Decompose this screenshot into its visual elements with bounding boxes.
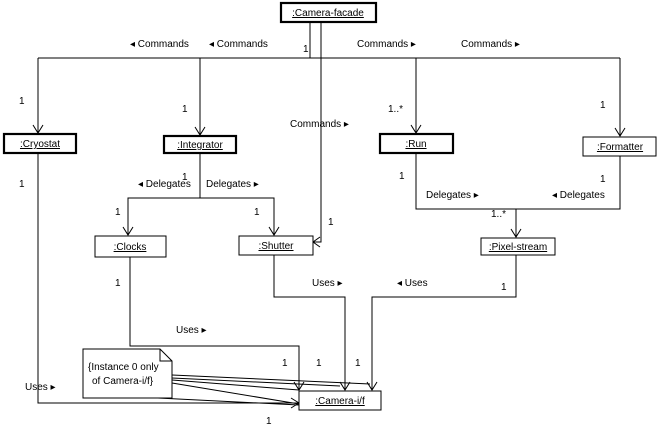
camera-if-label: :Camera-i/f — [315, 396, 365, 407]
mult-cryostat-bottom: 1 — [19, 179, 25, 190]
msg-uses-cryostat: Uses ▸ — [25, 382, 56, 393]
mult-facade-top: 1 — [303, 44, 309, 55]
camera-facade-label: :Camera-facade — [292, 8, 364, 19]
constraint-note: {Instance 0 only of Camera-i/f} — [82, 348, 173, 399]
msg-delegates-run: Delegates ▸ — [426, 190, 479, 201]
mult-shutter-cmd: 1 — [328, 217, 334, 228]
msg-uses-pixel: ◂ Uses — [397, 278, 428, 289]
run-object: :Run — [378, 132, 455, 155]
mult-formatter: 1 — [600, 100, 606, 111]
mult-note-1: 1 — [282, 358, 288, 369]
shutter-object: :Shutter — [238, 235, 314, 256]
mult-pixel-bottom: 1 — [501, 282, 507, 293]
arrowhead-pixel — [510, 228, 522, 238]
arrowhead-if-shutter — [339, 381, 351, 391]
note-shape — [82, 348, 173, 399]
clocks-object: :Clocks — [94, 235, 167, 258]
mult-clocks-bottom: 1 — [115, 278, 121, 289]
integrator-to-clocks — [127, 153, 201, 235]
note-line-1: {Instance 0 only — [88, 362, 159, 373]
camera-facade-object: :Camera-facade — [279, 1, 378, 24]
facade-to-shutter — [313, 22, 322, 243]
pixel-to-if — [371, 255, 517, 390]
mult-cryostat: 1 — [19, 96, 25, 107]
pixel-stream-label: :Pixel-stream — [489, 242, 547, 253]
note-line-2: of Camera-i/f} — [92, 376, 154, 387]
note-connector-4 — [171, 382, 300, 405]
formatter-to-pixel — [516, 156, 621, 210]
mult-integrator-bottom: 1 — [182, 172, 188, 183]
arrowhead-formatter — [614, 127, 626, 137]
msg-commands-cryostat: ◂ Commands — [130, 39, 189, 50]
formatter-object: :Formatter — [582, 136, 657, 157]
msg-delegates-formatter: ◂ Delegates — [552, 190, 605, 201]
note-connector-2 — [171, 377, 341, 387]
mult-formatter-bottom: 1 — [600, 174, 606, 185]
note-connector-3 — [171, 379, 300, 391]
mult-shutter-top: 1 — [254, 207, 260, 218]
integrator-label: :Integrator — [177, 140, 223, 151]
msg-uses-shutter: Uses ▸ — [312, 278, 343, 289]
cryostat-label: :Cryostat — [20, 139, 60, 150]
run-label: :Run — [405, 139, 426, 150]
note-connector-5 — [157, 397, 300, 406]
note-fold — [159, 349, 172, 362]
run-to-pixel — [415, 153, 517, 237]
integrator-to-shutter — [200, 197, 275, 235]
arrowhead-shutter-del — [268, 226, 280, 236]
msg-delegates-clocks: ◂ Delegates — [138, 179, 191, 190]
mult-integrator: 1 — [182, 104, 188, 115]
mult-run-bottom: 1 — [399, 171, 405, 182]
pixel-stream-object: :Pixel-stream — [480, 237, 556, 256]
formatter-label: :Formatter — [597, 142, 644, 153]
mult-if-left: 1 — [316, 358, 322, 369]
arrowhead-if-pixel — [366, 381, 378, 391]
mult-if-right: 1 — [355, 358, 361, 369]
msg-commands-formatter: Commands ▸ — [461, 39, 520, 50]
cryostat-to-if — [37, 153, 299, 404]
msg-delegates-shutter: Delegates ▸ — [206, 179, 259, 190]
integrator-object: :Integrator — [162, 134, 238, 155]
msg-commands-integrator: ◂ Commands — [209, 39, 268, 50]
camera-if-object: :Camera-i/f — [298, 390, 382, 411]
arrowhead-clocks — [122, 226, 134, 236]
msg-commands-shutter: Commands ▸ — [290, 119, 349, 130]
shutter-to-if — [273, 255, 346, 390]
mult-if-bottom: 1 — [266, 416, 272, 427]
msg-uses-clocks: Uses ▸ — [176, 325, 207, 336]
clocks-to-if — [129, 257, 300, 390]
msg-commands-run: Commands ▸ — [357, 39, 416, 50]
clocks-label: :Clocks — [114, 242, 147, 253]
mult-pixel-top: 1..* — [491, 209, 506, 220]
mult-run: 1..* — [388, 104, 403, 115]
note-connector-1 — [171, 374, 371, 385]
shutter-label: :Shutter — [258, 241, 294, 252]
cryostat-object: :Cryostat — [2, 132, 78, 155]
mult-clocks-top: 1 — [115, 207, 121, 218]
